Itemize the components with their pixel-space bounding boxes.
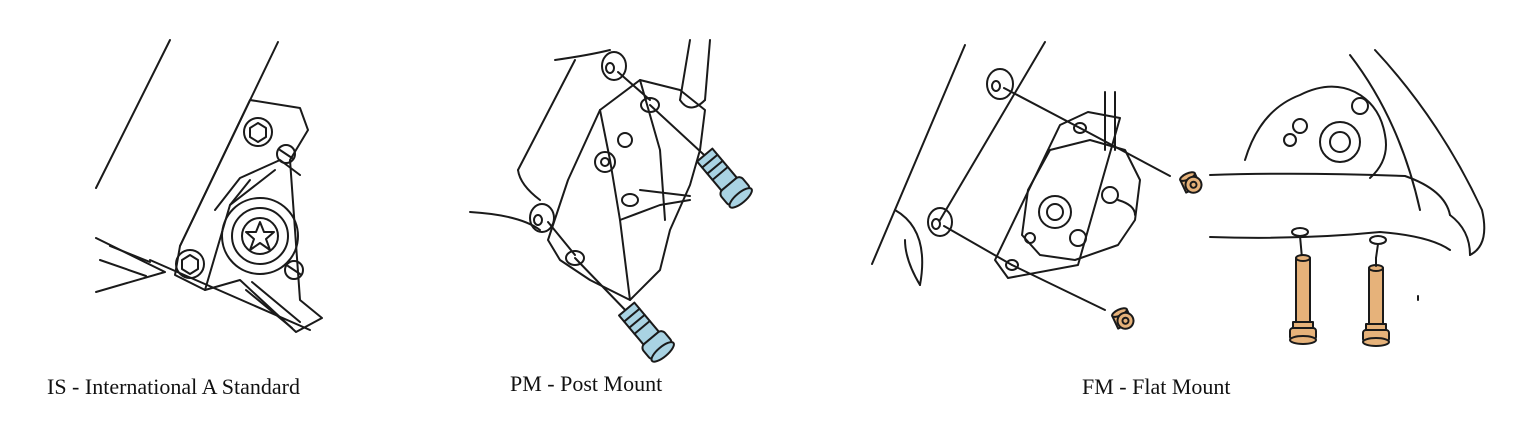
pm-bolt-lower xyxy=(618,301,675,363)
caption-is-mount: IS - International A Standard xyxy=(47,374,300,399)
panel-is-mount: IS - International A Standard xyxy=(0,0,420,441)
pm-bolt-upper xyxy=(696,147,753,209)
fm-long-bolt-left xyxy=(1289,254,1317,345)
panel-pm-mount: PM - Post Mount xyxy=(469,39,753,396)
caption-fm-mount: FM - Flat Mount xyxy=(1082,374,1231,399)
pm-mount-illustration xyxy=(469,39,753,363)
fm-long-bolt-right xyxy=(1362,257,1390,347)
caption-pm-mount: PM - Post Mount xyxy=(510,371,663,396)
is-mount-illustration xyxy=(95,39,323,333)
fm-bolt-upper xyxy=(1179,171,1203,194)
fm-mount-illustration xyxy=(871,41,1486,347)
fm-bolt-lower xyxy=(1111,307,1135,330)
